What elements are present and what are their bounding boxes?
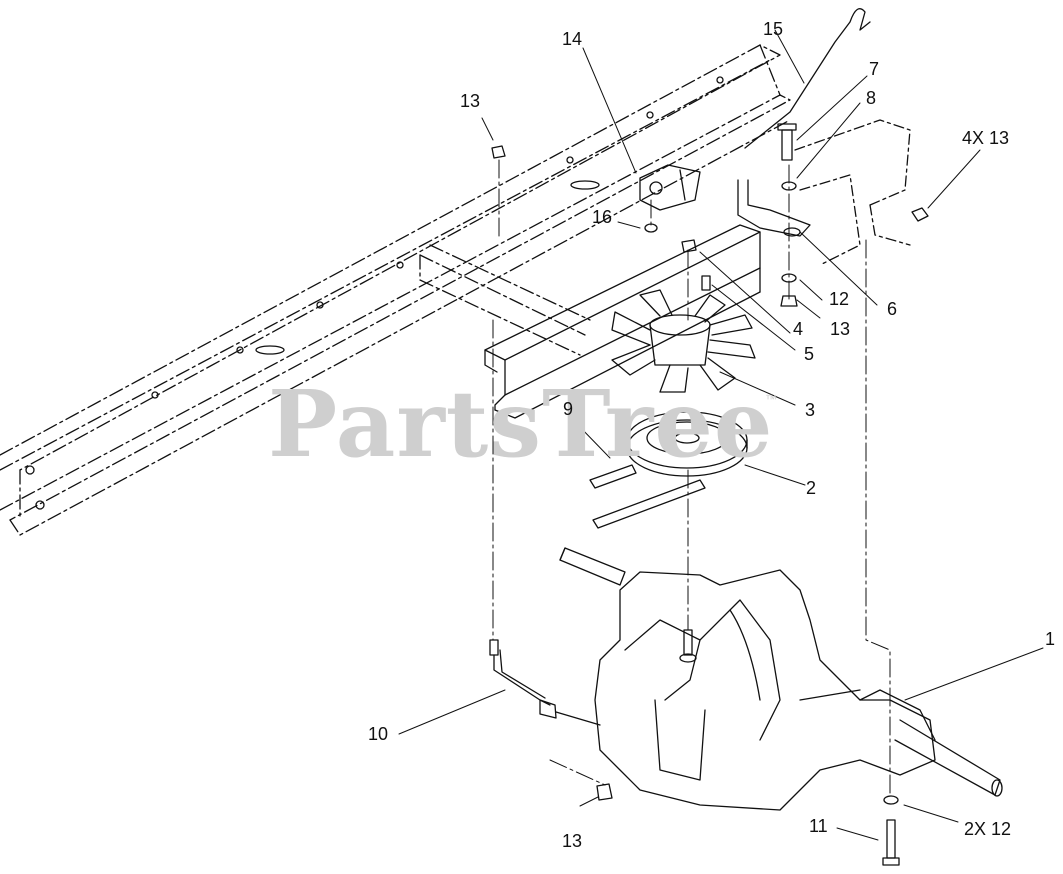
callout-15: 15 bbox=[763, 19, 784, 39]
part-15-rod bbox=[744, 8, 871, 149]
callout-11: 11 bbox=[809, 816, 828, 836]
part-10-rod bbox=[489, 639, 601, 726]
callout-10: 10 bbox=[368, 724, 389, 744]
callout-13-mid: 13 bbox=[830, 319, 851, 339]
part-14-bracket bbox=[639, 164, 701, 211]
callout-6: 6 bbox=[887, 299, 898, 319]
callout-13-top: 13 bbox=[460, 91, 481, 111]
callout-4x-13: 4X 13 bbox=[962, 128, 1010, 148]
callout-9: 9 bbox=[563, 399, 574, 419]
part-13-nut-bottom bbox=[596, 783, 613, 801]
callout-7: 7 bbox=[869, 59, 880, 79]
part-3-fan bbox=[611, 289, 756, 393]
callout-12: 12 bbox=[829, 289, 850, 309]
part-13-nut-top bbox=[491, 145, 506, 159]
callout-16: 16 bbox=[592, 207, 613, 227]
part-13-nut-4x bbox=[911, 207, 929, 222]
part-4-nut bbox=[681, 239, 697, 253]
rail-holes bbox=[25, 76, 724, 510]
part-5-screw bbox=[701, 275, 711, 291]
part-13-nut-upper bbox=[780, 295, 798, 307]
assembly-centerlines bbox=[492, 159, 891, 796]
callout-8: 8 bbox=[866, 88, 877, 108]
frame-bracket-right bbox=[794, 119, 911, 266]
callout-2: 2 bbox=[806, 478, 817, 498]
callout-14: 14 bbox=[562, 29, 583, 49]
frame-cross-rail bbox=[419, 244, 591, 356]
callout-5: 5 bbox=[804, 344, 815, 364]
part-1-transaxle bbox=[559, 547, 1003, 811]
watermark-trademark: ™ bbox=[765, 392, 777, 406]
part-2-pulley bbox=[626, 411, 748, 477]
callout-2x-12: 2X 12 bbox=[964, 819, 1012, 839]
callout-4: 4 bbox=[793, 319, 804, 339]
part-12-washer-lower bbox=[883, 795, 899, 805]
callout-1: 1 bbox=[1045, 629, 1056, 649]
part-7-bolt bbox=[777, 123, 797, 161]
watermark: PartsTree bbox=[268, 370, 774, 478]
leader-lines bbox=[398, 29, 1044, 841]
callout-13-bottom: 13 bbox=[562, 831, 583, 851]
callout-3: 3 bbox=[805, 400, 816, 420]
part-11-bolt bbox=[882, 819, 900, 866]
part-9-belt bbox=[589, 464, 706, 529]
